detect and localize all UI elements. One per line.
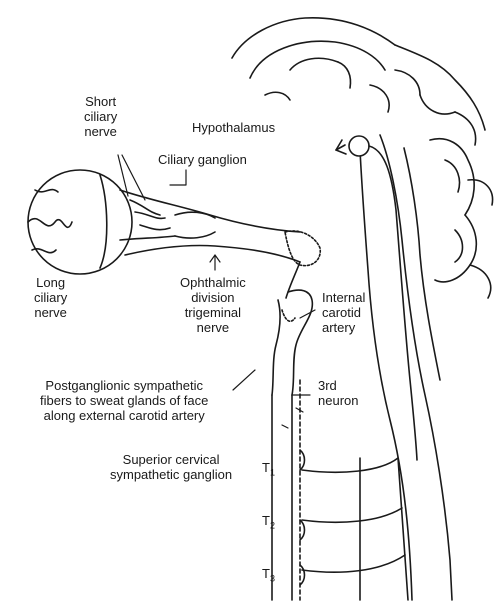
label-line: Superior cervical <box>110 452 232 467</box>
label-line: ciliary <box>84 109 117 124</box>
t1-label: T1 <box>262 460 275 478</box>
label-line: nerve <box>34 305 67 320</box>
t-letter: T <box>262 566 270 581</box>
label-line: Short <box>84 94 117 109</box>
t2-label: T2 <box>262 513 275 531</box>
ciliary-ganglion-label: Ciliary ganglion <box>158 152 247 167</box>
third-neuron-label: 3rd neuron <box>318 378 358 408</box>
t-letter: T <box>262 460 270 475</box>
t-number: 2 <box>270 521 275 531</box>
hypothalamus-label: Hypothalamus <box>192 120 275 135</box>
label-line: division <box>180 290 246 305</box>
label-line: Postganglionic sympathetic <box>40 378 208 393</box>
label-line: Ophthalmic <box>180 275 246 290</box>
label-line: fibers to sweat glands of face <box>40 393 208 408</box>
long-ciliary-nerve-label: Long ciliary nerve <box>34 275 67 320</box>
t-number: 1 <box>270 468 275 478</box>
label-line: trigeminal <box>180 305 246 320</box>
t-number: 3 <box>270 574 275 584</box>
label-line: along external carotid artery <box>40 408 208 423</box>
eyeball <box>28 170 132 274</box>
superior-cervical-ganglion-label: Superior cervical sympathetic ganglion <box>110 452 232 482</box>
label-line: artery <box>322 320 365 335</box>
label-line: ciliary <box>34 290 67 305</box>
label-line: 3rd <box>318 378 358 393</box>
brainstem-spinal-cord <box>360 135 493 600</box>
t3-label: T3 <box>262 566 275 584</box>
label-line: neuron <box>318 393 358 408</box>
thoracic-connections <box>302 458 408 600</box>
label-line: Internal <box>322 290 365 305</box>
short-ciliary-nerve-label: Short ciliary nerve <box>84 94 117 139</box>
label-line: Long <box>34 275 67 290</box>
internal-carotid-artery-label: Internal carotid artery <box>322 290 365 335</box>
carotid-sheath <box>272 290 312 600</box>
ophthalmic-division-label: Ophthalmic division trigeminal nerve <box>180 275 246 335</box>
label-line: sympathetic ganglion <box>110 467 232 482</box>
label-line: nerve <box>84 124 117 139</box>
label-line: carotid <box>322 305 365 320</box>
label-line: nerve <box>180 320 246 335</box>
t-letter: T <box>262 513 270 528</box>
postganglionic-fibers-label: Postganglionic sympathetic fibers to swe… <box>40 378 208 423</box>
